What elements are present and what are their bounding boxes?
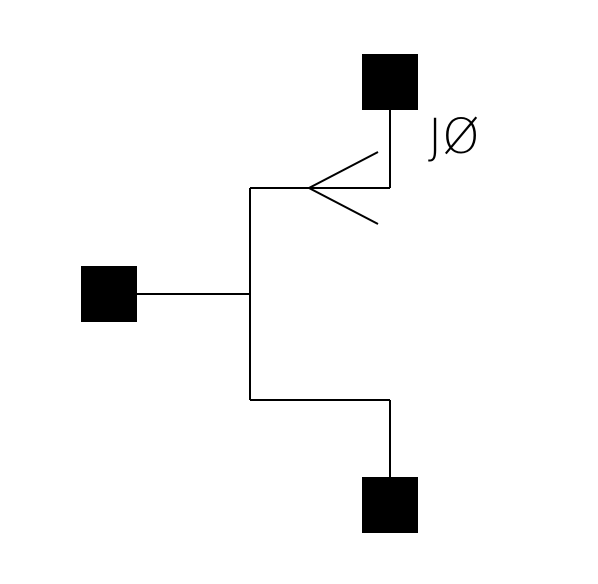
top-pin-pad[interactable] [362,54,418,110]
bottom-pin-pad[interactable] [362,477,418,533]
arrowhead-chevron [306,151,379,225]
reference-designator-label: JØ [428,109,480,165]
left-pin-pad[interactable] [81,266,137,322]
